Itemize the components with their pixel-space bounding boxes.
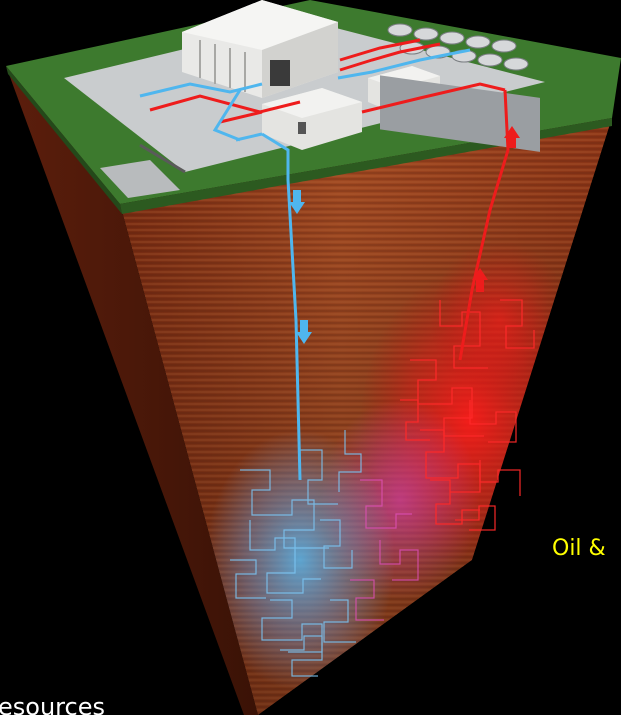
injection-well — [261, 132, 302, 481]
cooling-fan-array — [380, 23, 540, 152]
hot-reservoir-zone-upper — [430, 240, 570, 400]
caption-resources: esources — [0, 693, 105, 715]
transition-fracture-network — [350, 479, 419, 621]
surface-cold-piping — [139, 48, 471, 142]
grass-edge-side — [6, 66, 122, 214]
flow-down-arrow-icon — [289, 190, 312, 344]
caption-oil-and: Oil & — [552, 536, 606, 561]
pad-road — [100, 160, 180, 198]
power-house-building — [182, 0, 338, 98]
flow-up-arrow-icon — [472, 126, 520, 292]
injection-fracture-network — [230, 430, 362, 677]
service-building — [262, 88, 362, 150]
production-fracture-network — [400, 299, 535, 531]
production-well — [458, 89, 510, 361]
soil-side-face — [6, 66, 258, 715]
soil-front-face — [120, 118, 612, 715]
perimeter-fence — [139, 143, 186, 174]
